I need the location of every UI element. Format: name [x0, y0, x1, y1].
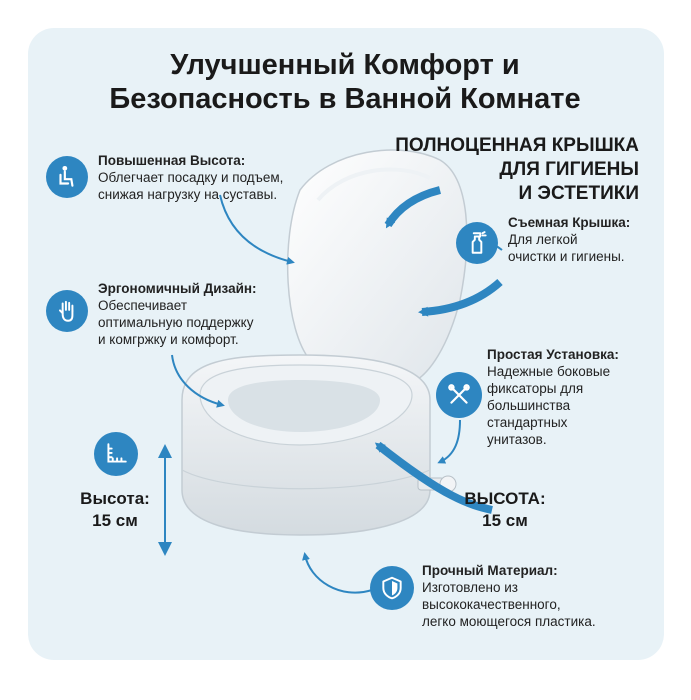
feature-install-desc-5: унитазов.: [487, 432, 547, 447]
feature-material-desc-3: легко моющегося пластика.: [422, 614, 596, 629]
hand-icon: [46, 290, 88, 332]
seat-base: [181, 354, 431, 536]
tools-icon: [436, 372, 482, 418]
feature-install: Простая Установка: Надежные боковые фикс…: [487, 346, 657, 448]
feature-install-desc-1: Надежные боковые: [487, 364, 611, 379]
lid-heading: ПОЛНОЦЕННАЯ КРЫШКА ДЛЯ ГИГИЕНЫ И ЭСТЕТИК…: [349, 134, 639, 206]
height-right-title: ВЫСОТА:: [464, 489, 546, 508]
feature-ergonomic-desc-1: Обеспечивает: [98, 298, 188, 313]
feature-install-desc-4: стандартных: [487, 415, 568, 430]
feature-material-desc-1: Изготовлено из: [422, 580, 518, 595]
pointer-height: [219, 194, 295, 265]
feature-height-title: Повышенная Высота:: [98, 153, 246, 168]
feature-lid-title: Съемная Крышка:: [508, 215, 631, 230]
feature-height-desc-1: Облегчает посадку и подъем,: [98, 170, 284, 185]
shield-icon: [370, 566, 414, 610]
feature-install-desc-2: фиксаторы для: [487, 381, 584, 396]
feature-ergonomic-title: Эргономичный Дизайн:: [98, 281, 257, 296]
feature-lid-desc-2: очистки и гигиены.: [508, 249, 625, 264]
arrow-to-lid-side: [418, 278, 503, 317]
feature-ergonomic: Эргономичный Дизайн: Обеспечивает оптима…: [98, 280, 298, 348]
pointer-material: [302, 552, 373, 594]
feature-install-title: Простая Установка:: [487, 347, 619, 362]
title-line-1: Улучшенный Комфорт и: [170, 49, 520, 81]
feature-height-desc-2: снижая нагрузку на суставы.: [98, 187, 278, 202]
feature-lid: Съемная Крышка: Для легкой очистки и гиг…: [508, 214, 658, 265]
height-indicator: [158, 444, 172, 556]
page-title: Улучшенный Комфорт и Безопасность в Ванн…: [60, 48, 630, 116]
height-left-label: Высота: 15 см: [70, 488, 160, 532]
height-right-value: 15 см: [482, 511, 528, 530]
feature-lid-desc-1: Для легкой: [508, 232, 578, 247]
height-left-value: 15 см: [92, 511, 138, 530]
ruler-icon: [94, 432, 138, 476]
feature-ergonomic-desc-2: оптимальную поддержку: [98, 315, 254, 330]
arrow-to-lid-top: [384, 186, 442, 229]
feature-height: Повышенная Высота: Облегчает посадку и п…: [98, 152, 338, 203]
height-left-title: Высота:: [80, 489, 150, 508]
feature-material: Прочный Материал: Изготовлено из высокок…: [422, 562, 658, 630]
spray-bottle-icon: [456, 222, 498, 264]
feature-material-title: Прочный Материал:: [422, 563, 558, 578]
lid-heading-line-2: ДЛЯ ГИГИЕНЫ: [499, 159, 639, 180]
pointer-install: [437, 419, 461, 464]
feature-material-desc-2: высококачественного,: [422, 597, 561, 612]
feature-install-desc-3: большинства: [487, 398, 571, 413]
arrow-to-clamp: [374, 441, 493, 514]
lid-heading-line-1: ПОЛНОЦЕННАЯ КРЫШКА: [395, 135, 639, 156]
feature-ergonomic-desc-3: и комгржку и комфорт.: [98, 332, 239, 347]
seat-lid: [286, 149, 468, 386]
height-right-label: ВЫСОТА: 15 см: [450, 488, 560, 532]
pointer-ergonomic: [171, 354, 225, 408]
lid-heading-line-3: И ЭСТЕТИКИ: [518, 183, 640, 204]
seated-person-icon: [46, 156, 88, 198]
title-line-2: Безопасность в Ванной Комнате: [109, 83, 581, 115]
